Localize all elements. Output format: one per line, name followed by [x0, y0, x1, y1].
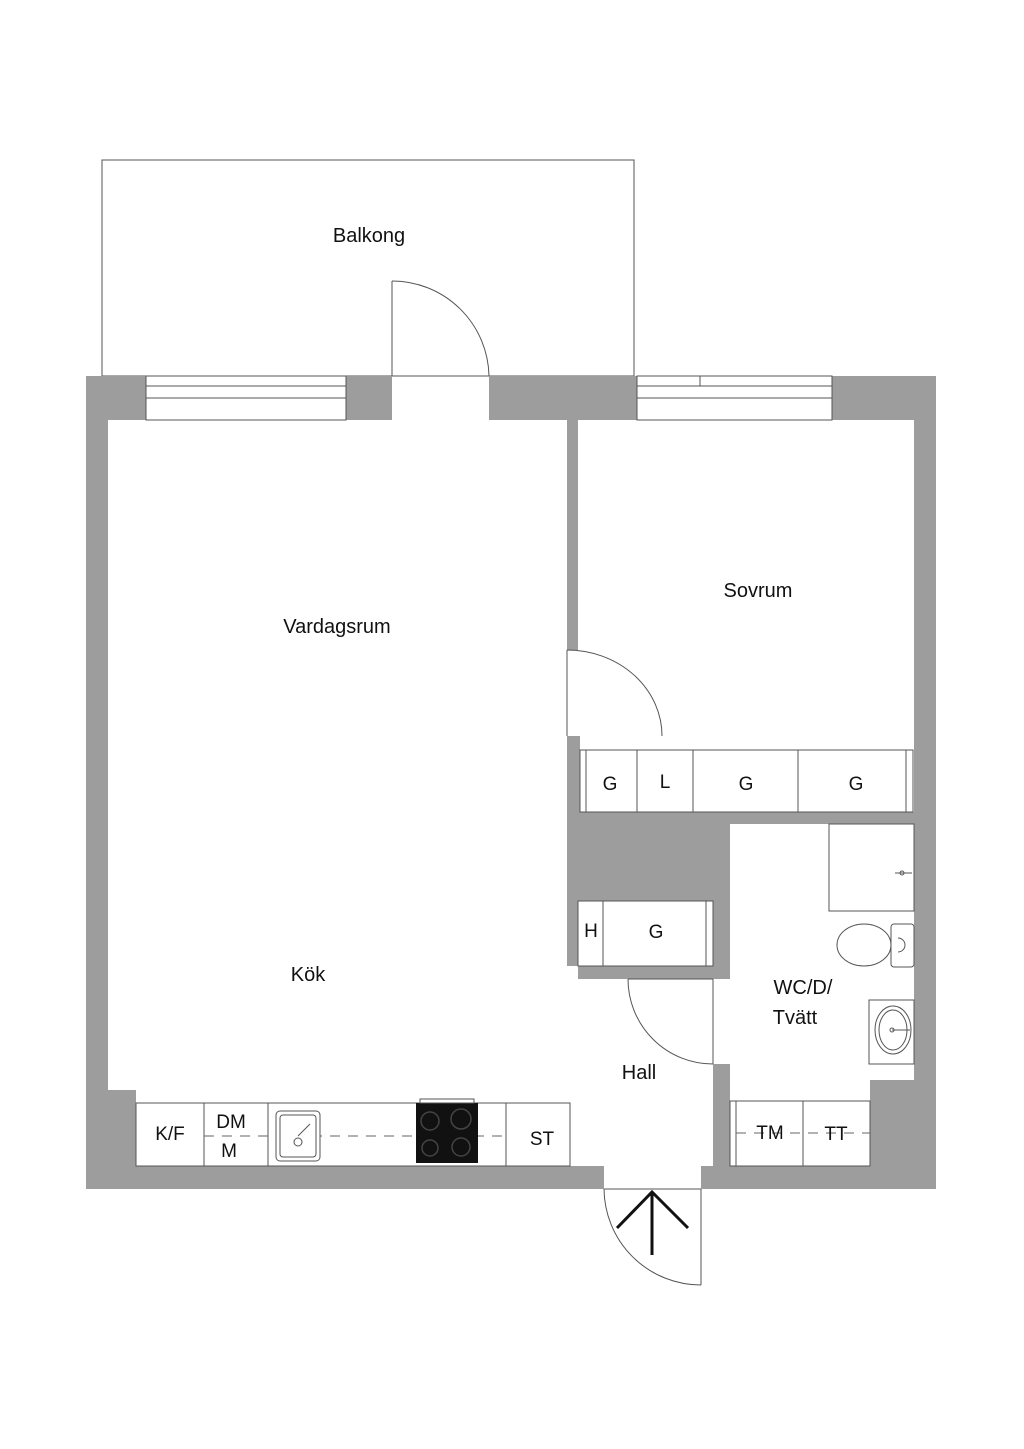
- bedroom-wardrobes: [579, 749, 914, 813]
- exterior-walls: [86, 376, 936, 1189]
- tumble-dryer-label: TT: [824, 1124, 848, 1145]
- wardrobe-label-3: G: [739, 774, 754, 795]
- washbasin-icon: [868, 999, 915, 1065]
- room-label-bedroom: Sovrum: [724, 580, 793, 602]
- wardrobe-label-2: L: [660, 772, 671, 793]
- sink-icon: [275, 1110, 321, 1162]
- window-living-room: [145, 375, 347, 421]
- balcony-outline: [101, 159, 635, 377]
- room-label-balcony: Balkong: [333, 225, 405, 247]
- room-label-living-room: Vardagsrum: [283, 616, 390, 638]
- entrance-arrow-icon: [615, 1189, 690, 1255]
- kitchen-counter: [135, 1102, 571, 1167]
- dishwasher-label-top: DM: [216, 1112, 246, 1133]
- room-label-bathroom-line1: WC/D/: [774, 977, 833, 999]
- shower-area: [828, 823, 915, 912]
- bedroom-door: [566, 649, 663, 737]
- entrance-door: [603, 1188, 702, 1286]
- bathroom-door: [627, 978, 714, 1065]
- hall-storage-label-g: G: [649, 922, 664, 943]
- toilet-icon: [836, 923, 915, 968]
- wardrobe-label-4: G: [849, 774, 864, 795]
- interior-walls: [567, 420, 914, 1166]
- dishwasher-label-bottom: M: [221, 1141, 237, 1162]
- hall-storage-label-h: H: [584, 921, 598, 942]
- wardrobe-label-1: G: [603, 774, 618, 795]
- window-bedroom: [636, 375, 833, 421]
- room-label-bathroom-line2: Tvätt: [773, 1007, 818, 1029]
- hall-storage: [577, 900, 714, 967]
- stove-icon: [416, 1098, 478, 1163]
- kitchen-cabinet-label: ST: [530, 1129, 555, 1150]
- laundry-appliances: [729, 1100, 871, 1167]
- room-label-kitchen: Kök: [291, 964, 326, 986]
- washing-machine-label: TM: [756, 1123, 783, 1144]
- fridge-freezer-label: K/F: [155, 1124, 185, 1145]
- room-label-hall: Hall: [622, 1062, 656, 1084]
- balcony-door: [391, 280, 490, 377]
